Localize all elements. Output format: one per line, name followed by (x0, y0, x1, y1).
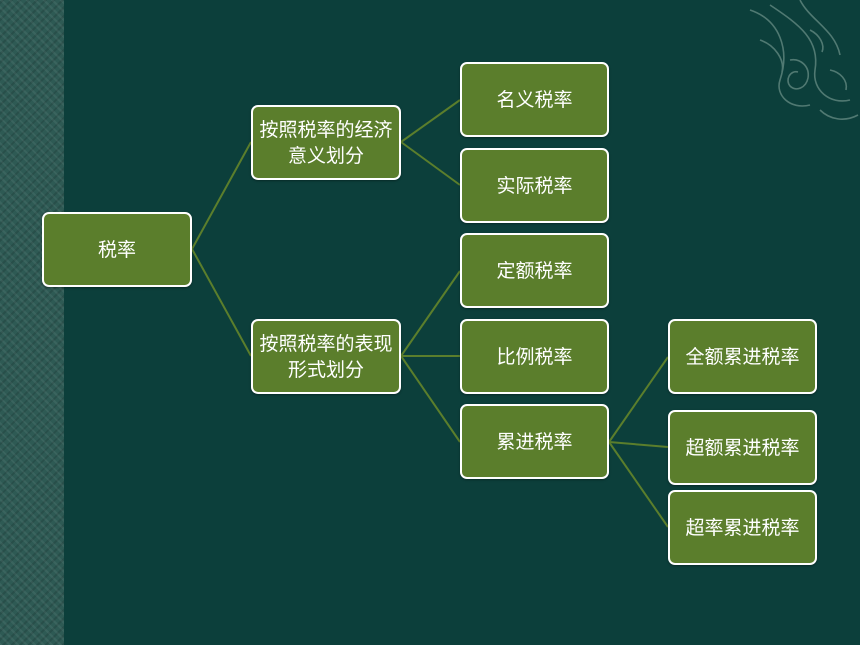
connector-progressive-full (608, 356, 669, 443)
connector-root-economic (191, 141, 252, 250)
node-root: 税率 (42, 212, 192, 287)
node-actual-rate-label: 实际税率 (496, 174, 573, 197)
node-excess-progressive-rate: 超额累进税率 (668, 410, 817, 485)
node-full-progressive-rate-label: 全额累进税率 (685, 345, 800, 368)
connector-root-form (191, 248, 252, 357)
node-nominal-rate: 名义税率 (460, 62, 609, 137)
decorative-side-band (0, 0, 64, 645)
node-rate-progressive-rate: 超率累进税率 (668, 490, 817, 565)
node-progressive-rate: 累进税率 (460, 404, 609, 479)
node-nominal-rate-label: 名义税率 (496, 88, 573, 111)
node-fixed-rate-label: 定额税率 (496, 259, 573, 282)
node-branch-economic: 按照税率的经济意义划分 (251, 105, 401, 180)
node-root-label: 税率 (97, 238, 136, 261)
node-excess-progressive-rate-label: 超额累进税率 (685, 436, 800, 459)
node-branch-form: 按照税率的表现形式划分 (251, 319, 401, 394)
connector-progressive-rate (608, 441, 669, 528)
node-proportional-rate-label: 比例税率 (496, 345, 573, 368)
node-actual-rate: 实际税率 (460, 148, 609, 223)
connector-economic-nominal (400, 99, 461, 143)
node-branch-economic-label: 按照税率的经济意义划分 (259, 118, 393, 167)
connector-progressive-excess (608, 441, 669, 448)
node-fixed-rate: 定额税率 (460, 233, 609, 308)
connector-form-progressive (400, 355, 461, 443)
node-branch-form-label: 按照税率的表现形式划分 (259, 332, 393, 381)
connector-economic-actual (400, 141, 461, 186)
node-rate-progressive-rate-label: 超率累进税率 (685, 516, 800, 539)
node-proportional-rate: 比例税率 (460, 319, 609, 394)
node-full-progressive-rate: 全额累进税率 (668, 319, 817, 394)
node-progressive-rate-label: 累进税率 (496, 430, 573, 453)
floral-ornament-icon (749, 0, 859, 120)
connector-form-fixed (400, 270, 461, 357)
